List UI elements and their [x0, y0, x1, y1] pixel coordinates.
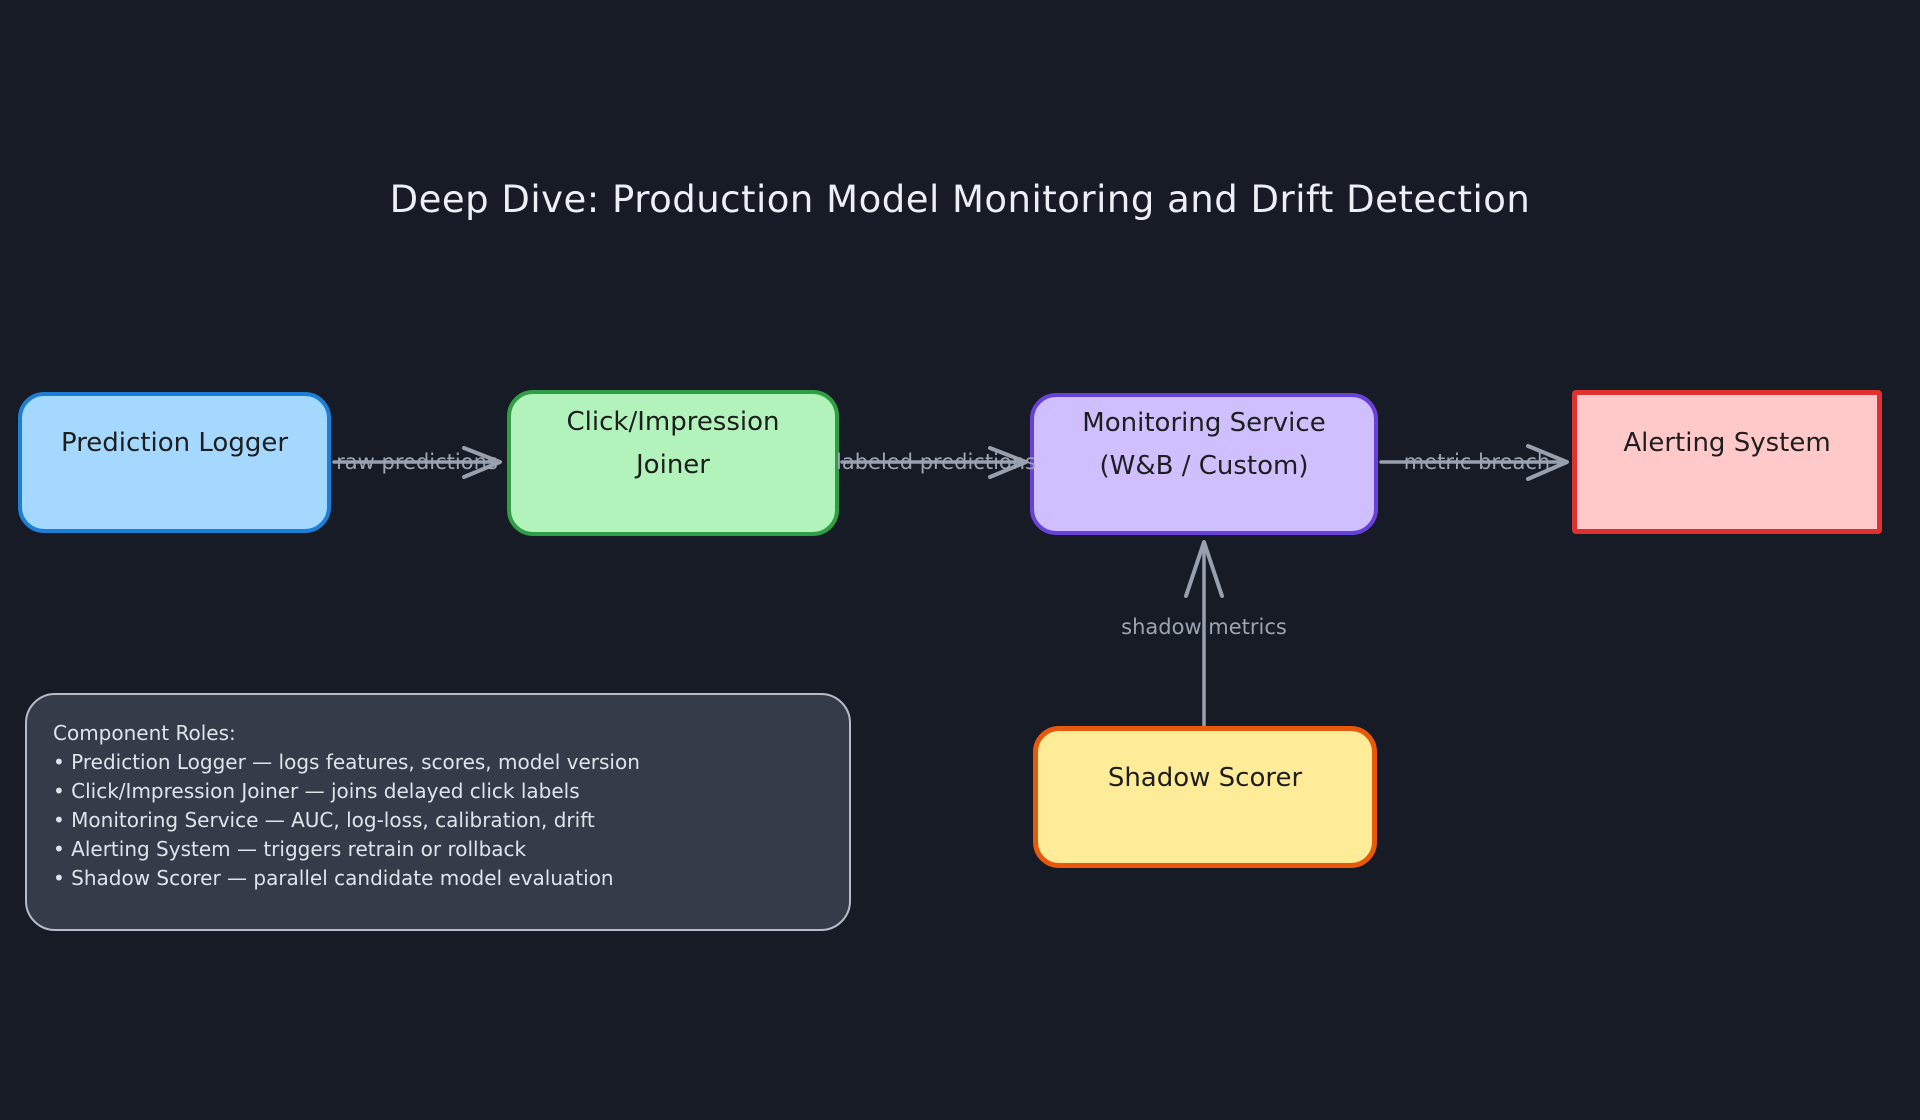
- node-alerting-system[interactable]: Alerting System: [1572, 390, 1882, 534]
- edge-label-metric-breach: metric breach: [1403, 450, 1551, 474]
- node-click-impression-joiner-label: Click/Impression Joiner: [566, 407, 780, 480]
- component-roles-panel: Component Roles: • Prediction Logger — l…: [25, 693, 851, 931]
- roles-panel-heading: Component Roles:: [53, 721, 236, 745]
- edge-label-raw-predictions: raw predictions: [336, 450, 498, 474]
- node-shadow-scorer-label: Shadow Scorer: [1107, 762, 1303, 793]
- node-prediction-logger[interactable]: Prediction Logger: [18, 392, 331, 533]
- roles-item-prediction-logger: • Prediction Logger — logs features, sco…: [53, 750, 640, 774]
- roles-item-alerting-system: • Alerting System — triggers retrain or …: [53, 837, 527, 861]
- node-click-impression-joiner[interactable]: Click/Impression Joiner: [507, 390, 839, 536]
- roles-item-click-impression-joiner: • Click/Impression Joiner — joins delaye…: [53, 779, 580, 803]
- roles-item-shadow-scorer: • Shadow Scorer — parallel candidate mod…: [53, 866, 614, 890]
- node-alerting-system-label: Alerting System: [1623, 427, 1831, 458]
- node-prediction-logger-label: Prediction Logger: [60, 428, 289, 459]
- node-shadow-scorer[interactable]: Shadow Scorer: [1033, 726, 1377, 868]
- edge-label-labeled-predictions: labeled predictions: [835, 450, 1037, 474]
- diagram-title: Deep Dive: Production Model Monitoring a…: [389, 178, 1531, 221]
- node-monitoring-service[interactable]: Monitoring Service (W&B / Custom): [1030, 393, 1378, 535]
- node-monitoring-service-label: Monitoring Service (W&B / Custom): [1082, 408, 1326, 481]
- roles-item-monitoring-service: • Monitoring Service — AUC, log-loss, ca…: [53, 808, 595, 832]
- edge-label-shadow-metrics: shadow metrics: [1121, 615, 1287, 639]
